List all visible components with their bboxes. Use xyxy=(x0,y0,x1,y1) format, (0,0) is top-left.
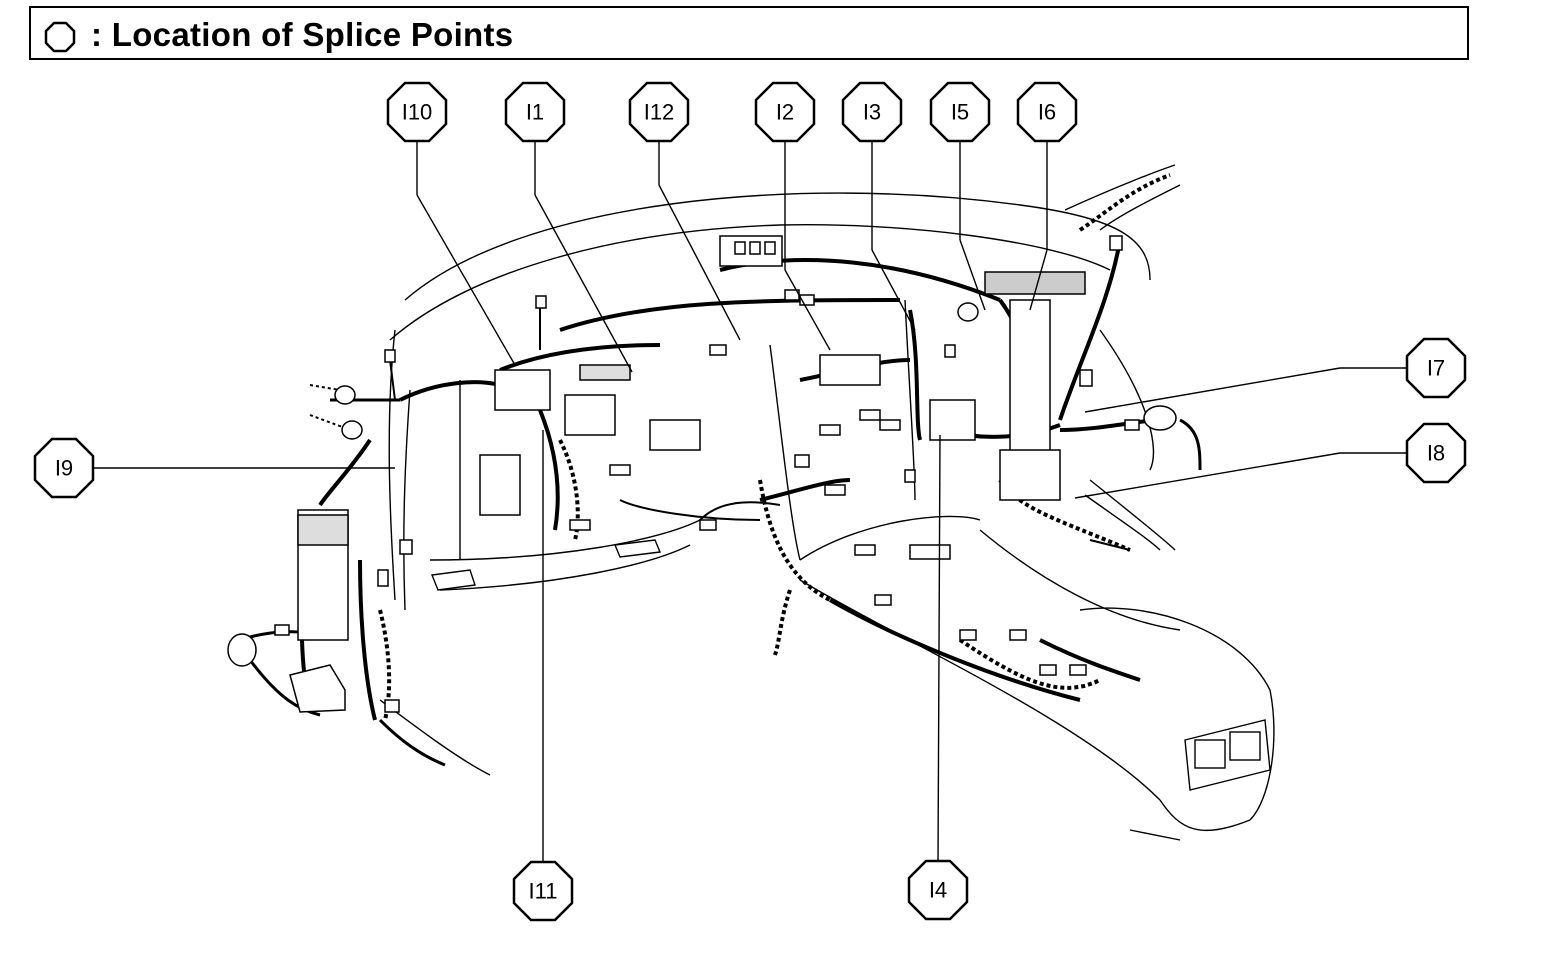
octagon-icon xyxy=(44,21,76,53)
callout-I5: I5 xyxy=(929,81,991,143)
callout-label: I4 xyxy=(929,878,947,903)
leader-lines xyxy=(94,140,1406,863)
callout-label: I1 xyxy=(526,100,544,125)
callout-label: I10 xyxy=(402,100,433,125)
callout-label: I3 xyxy=(863,100,881,125)
callout-label: I11 xyxy=(529,879,558,904)
callout-label: I12 xyxy=(644,100,675,125)
components xyxy=(227,235,1177,713)
page-title: : Location of Splice Points xyxy=(91,16,514,53)
callout-I12: I12 xyxy=(628,81,690,143)
callout-I4: I4 xyxy=(907,859,969,921)
callout-I9: I9 xyxy=(33,437,95,499)
callout-label: I8 xyxy=(1427,441,1445,466)
callout-I8: I8 xyxy=(1405,422,1467,484)
callout-label: I5 xyxy=(951,100,969,125)
callout-I1: I1 xyxy=(504,81,566,143)
callout-I3: I3 xyxy=(841,81,903,143)
dashboard-outline xyxy=(379,164,1275,841)
callout-I6: I6 xyxy=(1016,81,1078,143)
callout-label: I9 xyxy=(55,456,73,481)
callout-label: I7 xyxy=(1427,356,1445,381)
callout-I2: I2 xyxy=(754,81,816,143)
callout-label: I6 xyxy=(1038,100,1056,125)
callout-label: I2 xyxy=(776,100,794,125)
callout-I10: I10 xyxy=(386,81,448,143)
callout-I7: I7 xyxy=(1405,337,1467,399)
callout-I11: I11 xyxy=(512,860,574,922)
title-box: : Location of Splice Points xyxy=(29,6,1469,60)
